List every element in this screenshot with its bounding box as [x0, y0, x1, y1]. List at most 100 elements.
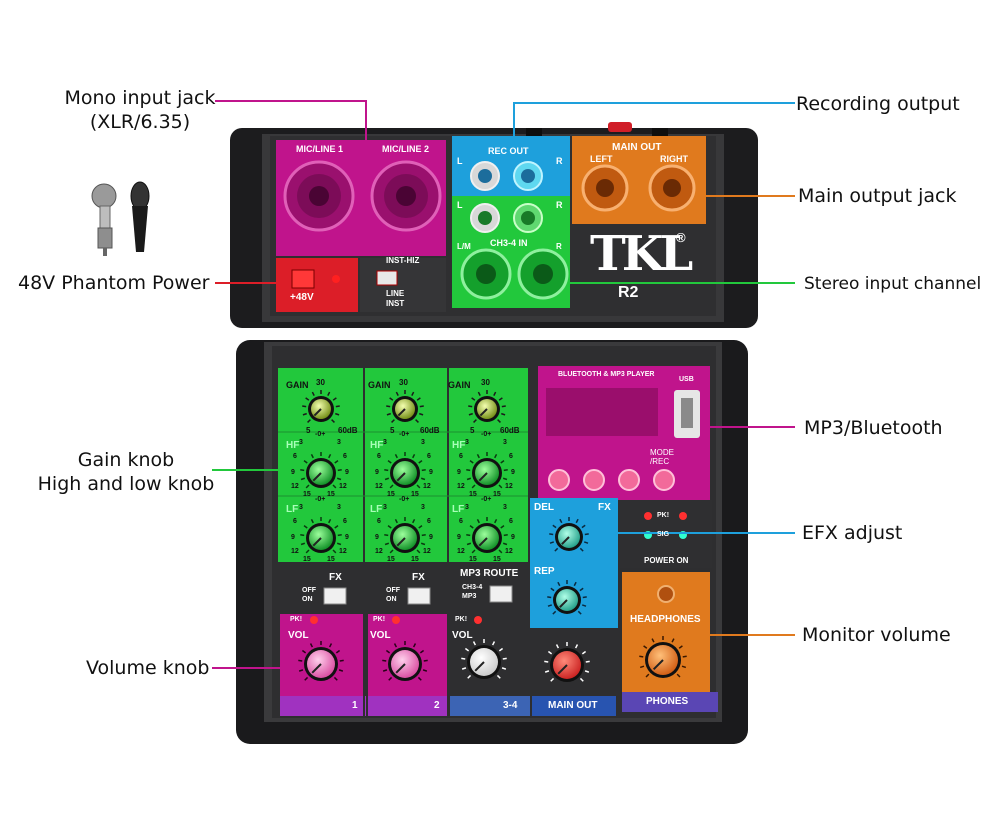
rear-knob [526, 128, 542, 136]
eq-scale-label: 6 [293, 518, 297, 525]
prev-button[interactable] [548, 469, 570, 491]
gain-top-3: 30 [481, 378, 490, 387]
eq-scale-label: 3 [503, 504, 507, 511]
del-knob[interactable] [549, 517, 589, 552]
callout-lines [212, 100, 795, 669]
eq-scale-label: 9 [457, 469, 461, 476]
callout-gain-line1: Gain knob [77, 449, 175, 471]
eq-scale-label: -0+ [399, 496, 410, 503]
eq-scale-label: 6 [427, 518, 431, 525]
callout-gain-line2: High and low knob [37, 473, 215, 495]
eq-scale-label: 15 [327, 556, 335, 563]
fx-switch-2[interactable] [407, 587, 431, 605]
main-out-knob[interactable] [544, 642, 590, 682]
inst-label: INST [386, 299, 405, 308]
lf-label-3: LF [452, 504, 465, 515]
vol-label-1: VOL [288, 630, 309, 641]
callout-volume: Volume knob [86, 657, 210, 679]
gain-right-3: 60dB [500, 426, 520, 435]
rep-knob[interactable] [547, 580, 587, 615]
ch34-l-label: L [457, 200, 463, 210]
mic-line-jacks [276, 140, 446, 256]
gain-top-2: 30 [399, 378, 408, 387]
lf-knob-3[interactable] [466, 517, 508, 554]
ch34-footer [450, 696, 530, 716]
eq-scale-label: 6 [509, 453, 513, 460]
gain-right-2: 60dB [420, 426, 440, 435]
vol-label-2: VOL [370, 630, 391, 641]
hf-label-2: HF [370, 440, 384, 451]
mic-line-1-label: MIC/LINE 1 [296, 144, 344, 154]
eq-scale-label: 6 [343, 518, 347, 525]
vol-knob-2[interactable] [382, 641, 428, 681]
hf-knob-1[interactable] [300, 452, 342, 489]
rear-red-button[interactable] [608, 122, 632, 132]
fx-label-1: FX [329, 572, 342, 583]
gain-label-2: GAIN [368, 380, 391, 390]
rear-knob-2 [652, 128, 668, 136]
gain-knob-2[interactable] [386, 390, 424, 423]
gain-left-2: 5 [390, 426, 395, 435]
eq-scale-label: 15 [469, 491, 477, 498]
rec-l-label: L [457, 156, 463, 166]
eq-scale-label: 6 [377, 518, 381, 525]
eq-scale-label: 9 [429, 469, 433, 476]
headphones-knob[interactable] [639, 636, 687, 678]
eq-scale-label: 6 [427, 453, 431, 460]
fx-switch-1[interactable] [323, 587, 347, 605]
mainout-footer [532, 696, 616, 716]
eq-scale-label: 9 [457, 534, 461, 541]
eq-scale-label: 12 [291, 483, 299, 490]
main-out-left: LEFT [590, 154, 613, 164]
eq-scale-label: 3 [299, 439, 303, 446]
line-label: LINE [386, 289, 405, 298]
eq-scale-label: 6 [377, 453, 381, 460]
callout-phantom: 48V Phantom Power [18, 272, 210, 294]
eq-scale-label: 12 [457, 483, 465, 490]
eq-scale-label: 15 [303, 556, 311, 563]
mp3-route-switch[interactable] [489, 585, 513, 603]
brand-logo: TKL [590, 226, 693, 282]
eq-scale-label: 15 [411, 556, 419, 563]
eq-scale-label: 6 [509, 518, 513, 525]
lf-label-1: LF [286, 504, 299, 515]
pk-label-4: PK! [657, 512, 670, 519]
footer-mainout: MAIN OUT [548, 700, 598, 711]
eq-scale-label: 12 [423, 483, 431, 490]
pk-led-l [644, 512, 652, 520]
lf-knob-2[interactable] [384, 517, 426, 554]
hf-knob-3[interactable] [466, 452, 508, 489]
hf-knob-2[interactable] [384, 452, 426, 489]
eq-scale-label: 15 [303, 491, 311, 498]
gain-knob-3[interactable] [468, 390, 506, 423]
lf-knob-1[interactable] [300, 517, 342, 554]
main-out-right: RIGHT [660, 154, 688, 164]
next-button[interactable] [583, 469, 605, 491]
eq-scale-label: 9 [375, 534, 379, 541]
model-label: R2 [618, 284, 639, 301]
eq-scale-label: 6 [459, 453, 463, 460]
gain-knob-1[interactable] [302, 390, 340, 423]
ch34-in-block [452, 196, 570, 308]
eq-scale-label: 3 [421, 504, 425, 511]
inst-switch[interactable] [376, 270, 398, 286]
sig-label: SIG [657, 531, 670, 538]
headphone-jack [657, 585, 675, 603]
vol-knob-1[interactable] [298, 641, 344, 681]
vol-knob-34[interactable] [461, 639, 507, 679]
phones-footer [622, 692, 718, 712]
eq-scale-label: 15 [469, 556, 477, 563]
callout-recording: Recording output [796, 93, 960, 115]
mode-rec-button[interactable] [653, 469, 675, 491]
fx-label-2: FX [412, 572, 425, 583]
pk-led-r [679, 512, 687, 520]
eq-scale-label: 15 [411, 491, 419, 498]
play-pause-button[interactable] [618, 469, 640, 491]
pk-label-1: PK! [290, 616, 303, 623]
eq-scale-label: 15 [387, 491, 395, 498]
headphones-label: HEADPHONES [630, 614, 701, 625]
eq-scale-label: 9 [291, 469, 295, 476]
eq-scale-label: 9 [511, 469, 515, 476]
rec-out-block [452, 136, 570, 196]
ch2-footer [368, 696, 448, 716]
